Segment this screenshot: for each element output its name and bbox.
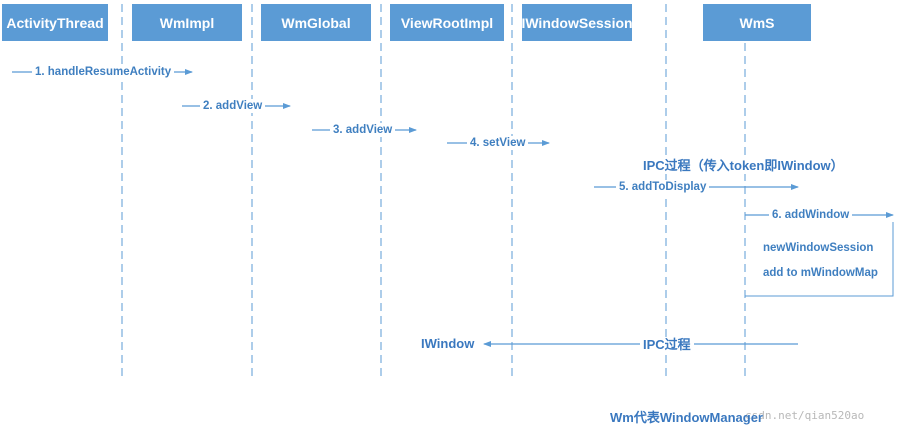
lifeline-header-wmimpl: WmImpl xyxy=(132,4,242,41)
footer-caption: Wm代表WindowManager xyxy=(610,410,763,425)
message-label-addtodisplay: 5. addToDisplay xyxy=(616,180,710,194)
message-label-handle-resume-activity: 1. handleResumeActivity xyxy=(32,65,175,79)
lifeline-header-wms: WmS xyxy=(703,4,811,41)
message-label-addwindow: 6. addWindow xyxy=(769,208,853,222)
message-label-setview: 4. setView xyxy=(467,136,529,150)
lifeline-header-activitythread: ActivityThread xyxy=(2,4,108,41)
lifeline-header-wmglobal: WmGlobal xyxy=(261,4,371,41)
ipc-note-label: IPC过程（传入token即IWindow） xyxy=(640,158,847,174)
wms-process-box xyxy=(745,222,894,297)
return-target-iwindow: IWindow xyxy=(418,336,478,352)
wms-note-add-to-window-map: add to mWindowMap xyxy=(763,267,878,279)
return-message-label-ipc: IPC过程 xyxy=(640,337,694,353)
message-label-addview-2: 3. addView xyxy=(330,123,396,137)
lifeline-header-iwindowsession: IWindowSession xyxy=(521,4,633,41)
lifeline-header-viewrootimpl: ViewRootImpl xyxy=(390,4,504,41)
message-label-addview-1: 2. addView xyxy=(200,99,266,113)
wms-note-new-window-session: newWindowSession xyxy=(763,242,874,254)
footer-watermark: csdn.net/qian520ao xyxy=(745,409,865,422)
